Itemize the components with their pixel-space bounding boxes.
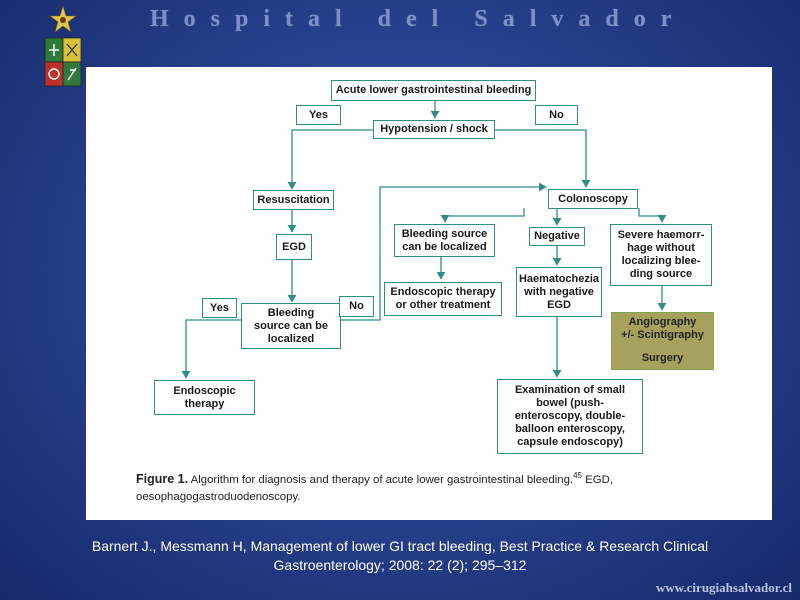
figure-panel: Acute lower gastrointestinal bleeding Ye…	[86, 67, 772, 520]
node-endoscopic-therapy: Endoscopic therapy	[154, 380, 255, 415]
node-small-bowel-examination: Examination of small bowel (push- entero…	[497, 379, 643, 454]
citation-line-1: Barnert J., Messmann H, Management of lo…	[91, 538, 709, 554]
node-angiography-surgery: Angiography +/- Scintigraphy Surgery	[611, 312, 714, 370]
node-bleeding-localized-center: Bleeding source can be localized	[394, 224, 495, 257]
node-haematochezia: Haematochezia with negative EGD	[516, 267, 602, 317]
node-negative: Negative	[529, 227, 585, 246]
node-acute-bleeding: Acute lower gastrointestinal bleeding	[331, 80, 536, 101]
website-footer: www.cirugiahsalvador.cl	[655, 580, 792, 595]
node-egd: EGD	[276, 234, 312, 260]
university-shield-logo	[44, 4, 82, 87]
hospital-title: Hospital del Salvador	[150, 6, 687, 32]
node-resuscitation: Resuscitation	[253, 190, 334, 210]
label-yes-top: Yes	[296, 105, 341, 125]
label-no-left: No	[339, 296, 374, 317]
caption-text: Algorithm for diagnosis and therapy of a…	[188, 473, 574, 486]
flowchart-connectors	[181, 101, 667, 379]
node-severe-haemorrhage: Severe haemorr- hage without localizing …	[610, 224, 712, 286]
caption-ref: 45	[573, 471, 582, 480]
angiography-label: Angiography	[628, 316, 697, 328]
scintigraphy-label: +/- Scintigraphy	[621, 329, 704, 341]
citation-line-2: Gastroenterology; 2008: 22 (2); 295–312	[273, 557, 527, 573]
node-hypotension: Hypotension / shock	[373, 120, 495, 139]
node-bleeding-localized-left: Bleeding source can be localized	[241, 303, 341, 349]
label-yes-left: Yes	[202, 298, 237, 318]
citation: Barnert J., Messmann H, Management of lo…	[40, 537, 760, 575]
node-colonoscopy: Colonoscopy	[548, 189, 638, 209]
label-no-top: No	[535, 105, 578, 125]
caption-label: Figure 1.	[136, 471, 189, 486]
star-icon	[49, 4, 77, 33]
node-endoscopic-other: Endoscopic therapy or other treatment	[384, 282, 502, 316]
caption-text-2: EGD, oesophagogastroduodenoscopy.	[136, 473, 613, 503]
figure-caption: Figure 1. Algorithm for diagnosis and th…	[136, 467, 756, 506]
surgery-label: Surgery	[641, 352, 684, 364]
